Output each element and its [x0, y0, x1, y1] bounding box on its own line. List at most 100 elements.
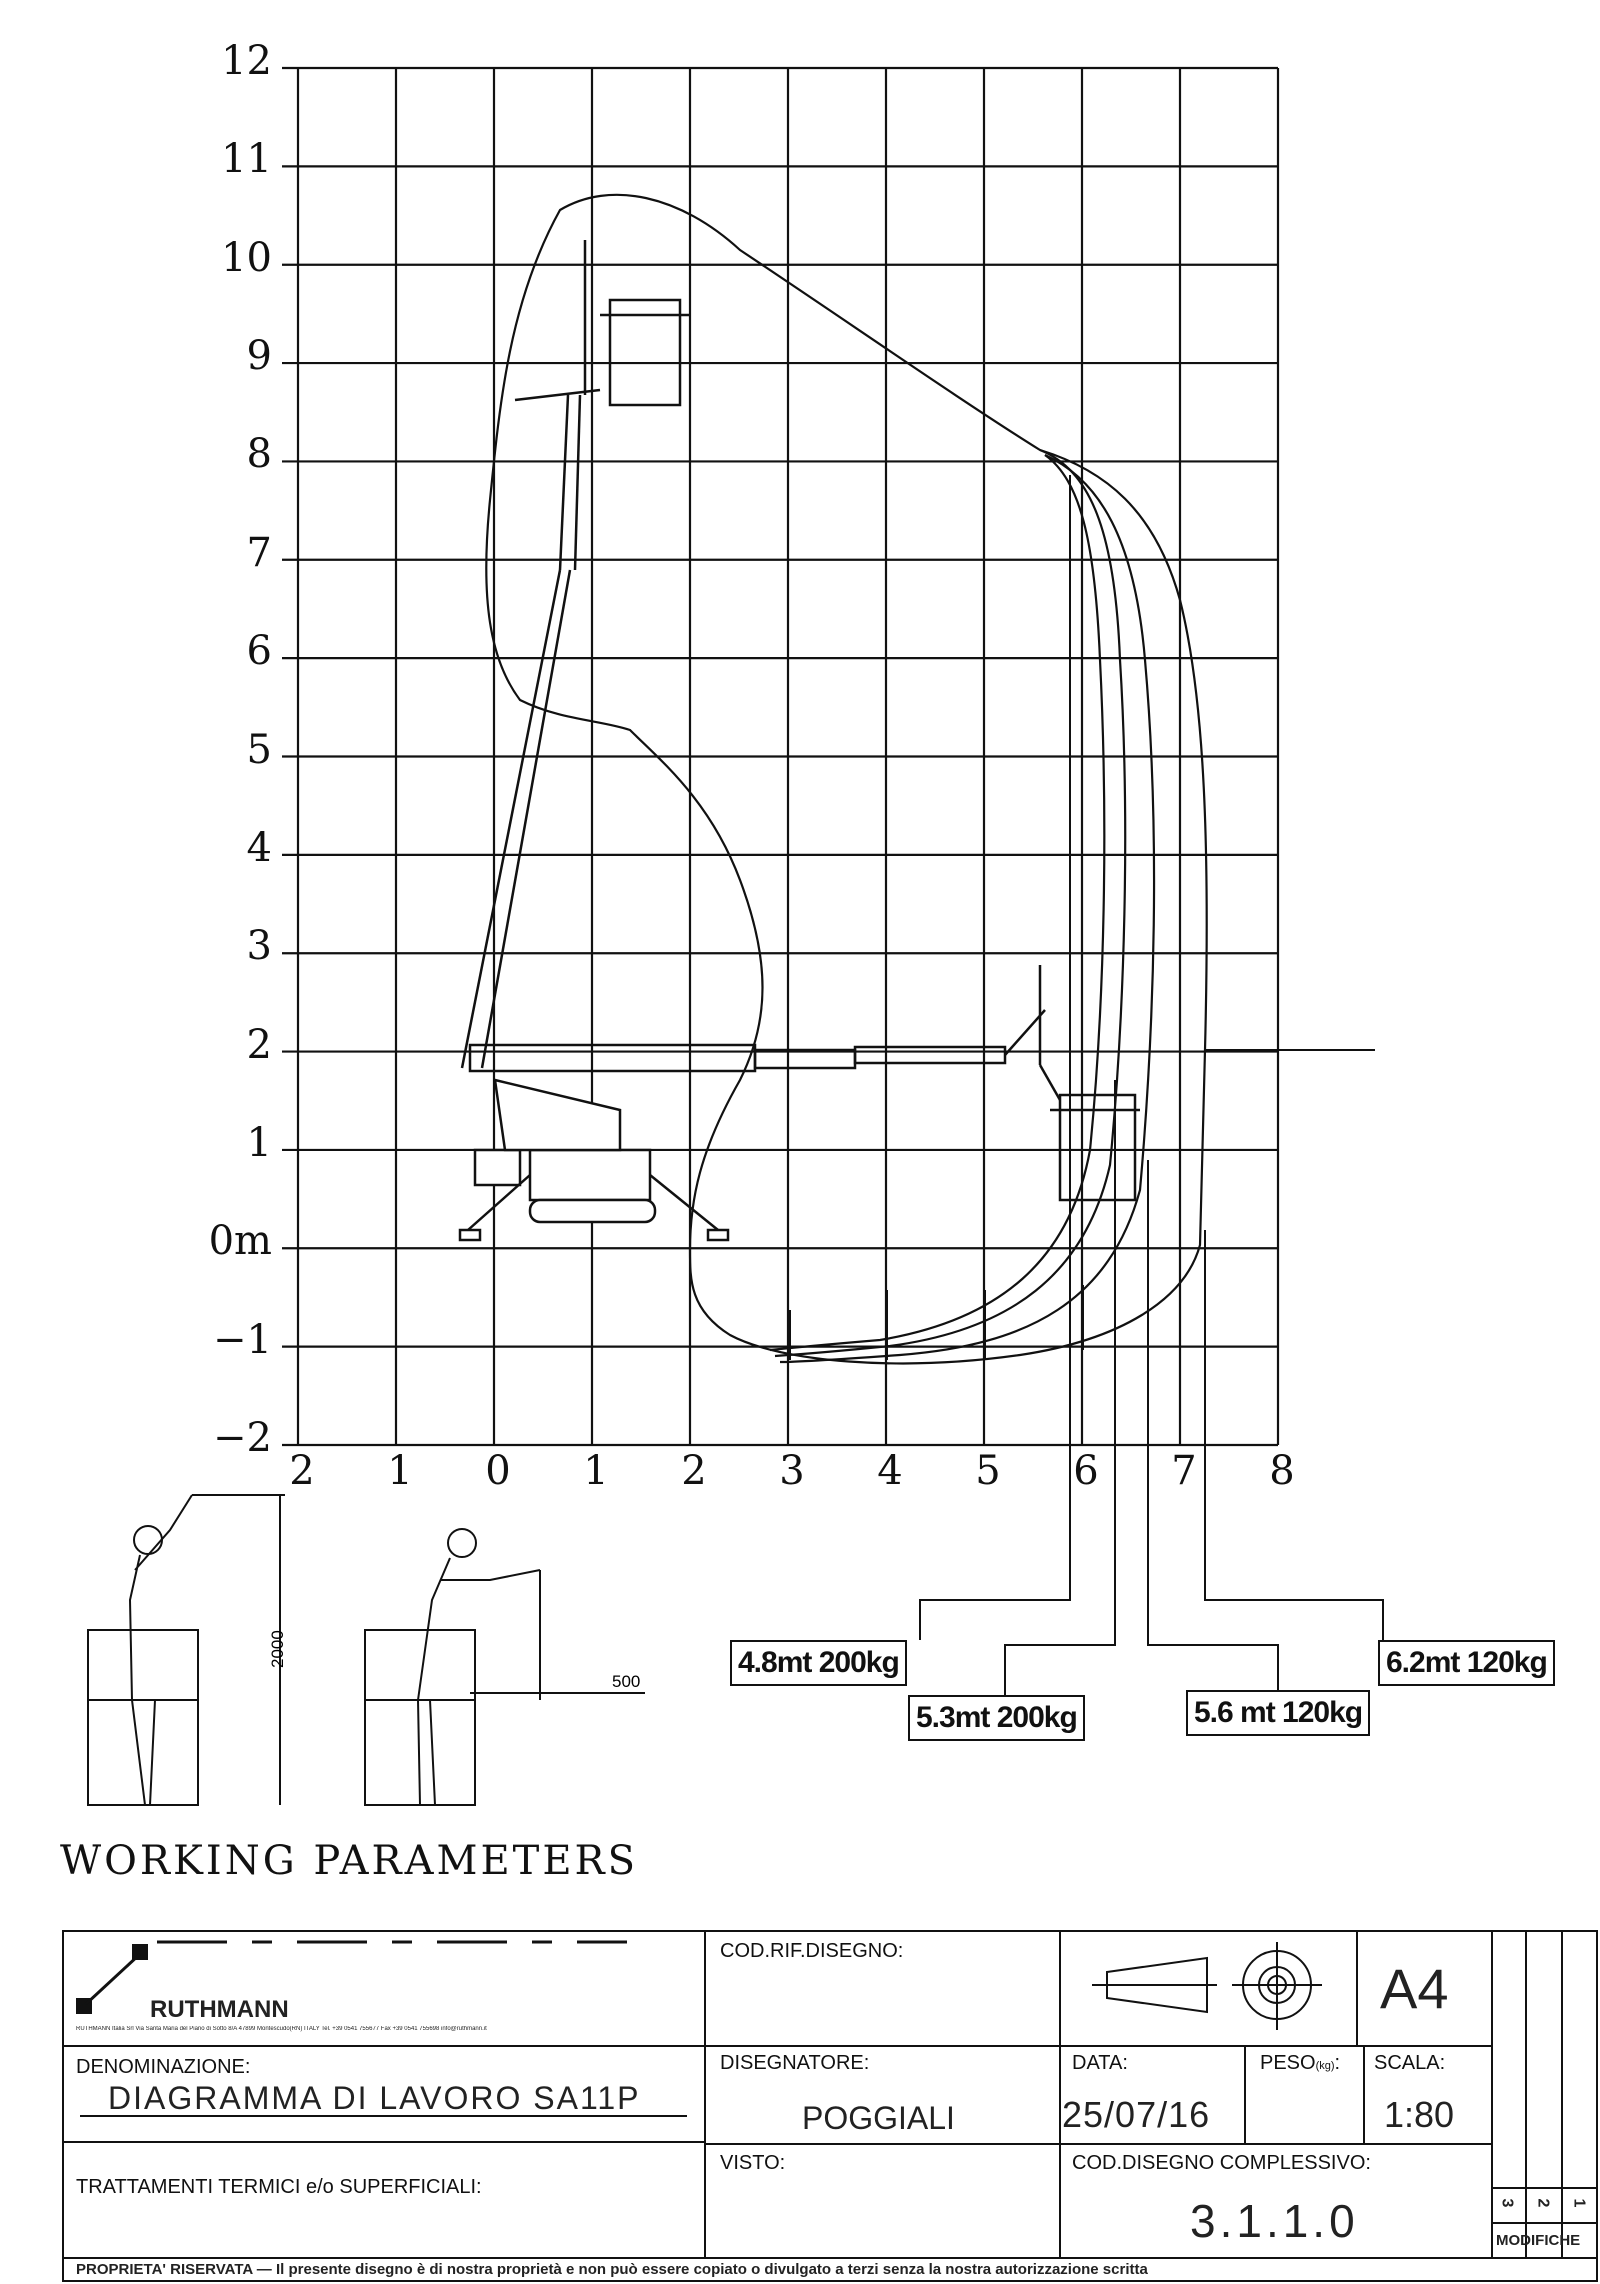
- y-tick-label: −2: [213, 1415, 272, 1461]
- link-raised: [514, 388, 601, 402]
- x-tick-label: 3: [779, 1448, 805, 1494]
- peso-unit: (kg): [1315, 2060, 1335, 2072]
- foot-left: [458, 1228, 482, 1242]
- working-envelope: [485, 193, 1208, 1365]
- leader-4-8: [919, 475, 1071, 1640]
- boom-raised-b: [480, 569, 572, 1069]
- trattamenti-label: TRATTAMENTI TERMICI e/o SUPERFICIALI:: [76, 2176, 482, 2198]
- basket-horizontal: [1058, 1093, 1137, 1202]
- boom-raised-a: [460, 569, 562, 1069]
- section-title: WORKING PARAMETERS: [60, 1838, 639, 1884]
- boom-horizontal-1: [468, 1043, 757, 1073]
- x-tick-label: 4: [877, 1448, 903, 1494]
- y-tick-label: 10: [221, 234, 272, 281]
- boom-horizontal-2: [753, 1048, 857, 1070]
- x-tick-label: 2: [681, 1448, 707, 1494]
- modifiche-label: MODIFICHE: [1496, 2232, 1581, 2249]
- x-tick-label: 1: [387, 1448, 413, 1494]
- title-block: RUTHMANN RUTHMANN Italia Srl Via Santa M…: [62, 1930, 1598, 2282]
- disegnatore-label: DISEGNATORE:: [720, 2052, 870, 2074]
- machine-boom-horizontal: [468, 965, 1140, 1202]
- y-tick-label: 5: [246, 726, 272, 773]
- title-block-lines: [62, 1930, 1598, 2282]
- dimension-height-label: 2000: [268, 1630, 287, 1668]
- revision-1: 1: [1570, 2198, 1588, 2208]
- load-label-5-3mt: 5.3mt 200kg: [908, 1695, 1085, 1741]
- track: [528, 1198, 657, 1224]
- figure-reach: [364, 1528, 645, 1806]
- x-tick-label: 1: [583, 1448, 609, 1494]
- body-2: [416, 1557, 541, 1806]
- outrigger-right: [649, 1174, 719, 1231]
- load-label-5-6mt: 5.6 mt 120kg: [1186, 1690, 1371, 1736]
- scala-label: SCALA:: [1374, 2052, 1446, 2074]
- y-tick-label: 8: [246, 431, 272, 478]
- x-tick-label: 0: [485, 1448, 511, 1494]
- x-tick-label: 2: [289, 1448, 315, 1494]
- y-tick-label: 0m: [208, 1218, 272, 1265]
- chassis: [528, 1148, 652, 1202]
- x-tick-label: 7: [1171, 1448, 1197, 1494]
- scala-value: 1:80: [1384, 2094, 1455, 2135]
- head-2: [447, 1528, 477, 1558]
- boom-horizontal-3: [853, 1045, 1007, 1065]
- footer-note: PROPRIETA' RISERVATA — Il presente diseg…: [76, 2261, 1148, 2278]
- peso-label: PESO(kg):: [1260, 2052, 1340, 2075]
- company-line: RUTHMANN Italia Srl Via Santa Maria del …: [76, 2026, 487, 2032]
- visto-label: VISTO:: [720, 2152, 786, 2174]
- y-tick-label: 2: [246, 1021, 272, 1068]
- y-tick-label: 7: [246, 529, 272, 576]
- jib-raised-a: [558, 394, 570, 571]
- platform-1: [87, 1629, 199, 1806]
- y-tick-label: 4: [246, 824, 272, 871]
- jib-raised-b: [573, 394, 582, 571]
- peso-colon: :: [1334, 2052, 1341, 2074]
- machine-base: [458, 1078, 730, 1242]
- load-label-4-8mt: 4.8mt 200kg: [730, 1640, 907, 1686]
- data-value: 25/07/16: [1062, 2094, 1211, 2135]
- turret: [493, 1078, 622, 1152]
- ruthmann-logo-icon: [76, 1940, 627, 2014]
- load-label-6-2mt: 6.2mt 120kg: [1378, 1640, 1555, 1686]
- dimension-reach-label: 500: [612, 1672, 640, 1691]
- link-horizontal: [1004, 1009, 1046, 1056]
- cod-complessivo-label: COD.DISEGNO COMPLESSIVO:: [1072, 2152, 1371, 2174]
- x-tick-label: 6: [1073, 1448, 1099, 1494]
- revision-3: 3: [1498, 2198, 1516, 2208]
- leader-5-3: [1004, 1080, 1116, 1695]
- body-1: [128, 1494, 193, 1806]
- leader-6-2: [1204, 1230, 1384, 1640]
- x-tick-label: 5: [975, 1448, 1001, 1494]
- format-value: A4: [1380, 1957, 1449, 2020]
- cod-complessivo-value: 3.1.1.0: [1190, 2195, 1359, 2247]
- machine-boom-raised: [460, 240, 690, 1069]
- battery-box: [473, 1148, 522, 1187]
- basket-raised: [608, 298, 682, 407]
- brand-name: RUTHMANN: [150, 1996, 289, 2023]
- y-tick-label: −1: [213, 1316, 272, 1363]
- y-tick-label: 6: [246, 628, 272, 675]
- y-tick-label: 11: [221, 136, 272, 183]
- y-tick-label: 3: [246, 923, 272, 970]
- head-1: [133, 1525, 163, 1555]
- cod-rif-label: COD.RIF.DISEGNO:: [720, 1940, 904, 1962]
- x-tick-label: 8: [1269, 1448, 1295, 1494]
- revision-2: 2: [1534, 2198, 1552, 2208]
- hanger-horizontal: [1038, 1064, 1062, 1101]
- envelope-inner-3: [779, 453, 1156, 1364]
- y-tick-label: 1: [246, 1119, 272, 1166]
- leader-lines: [789, 475, 1384, 1695]
- denominazione-label: DENOMINAZIONE:: [76, 2056, 251, 2078]
- y-tick-label: 9: [246, 333, 272, 380]
- data-label: DATA:: [1072, 2052, 1128, 2074]
- denominazione-value: DIAGRAMMA DI LAVORO SA11P: [108, 2080, 641, 2116]
- envelope-inner-1: [769, 454, 1106, 1352]
- disegnatore-value: POGGIALI: [802, 2100, 955, 2136]
- figure-height: [87, 1494, 285, 1806]
- envelope-inner-2: [774, 448, 1127, 1358]
- peso-text: PESO: [1260, 2052, 1316, 2074]
- leader-5-6: [1147, 1160, 1279, 1690]
- outrigger-left: [467, 1174, 531, 1231]
- working-diagram: 2000 500: [87, 66, 1384, 1806]
- projection-symbol-icon: [1092, 1942, 1322, 2030]
